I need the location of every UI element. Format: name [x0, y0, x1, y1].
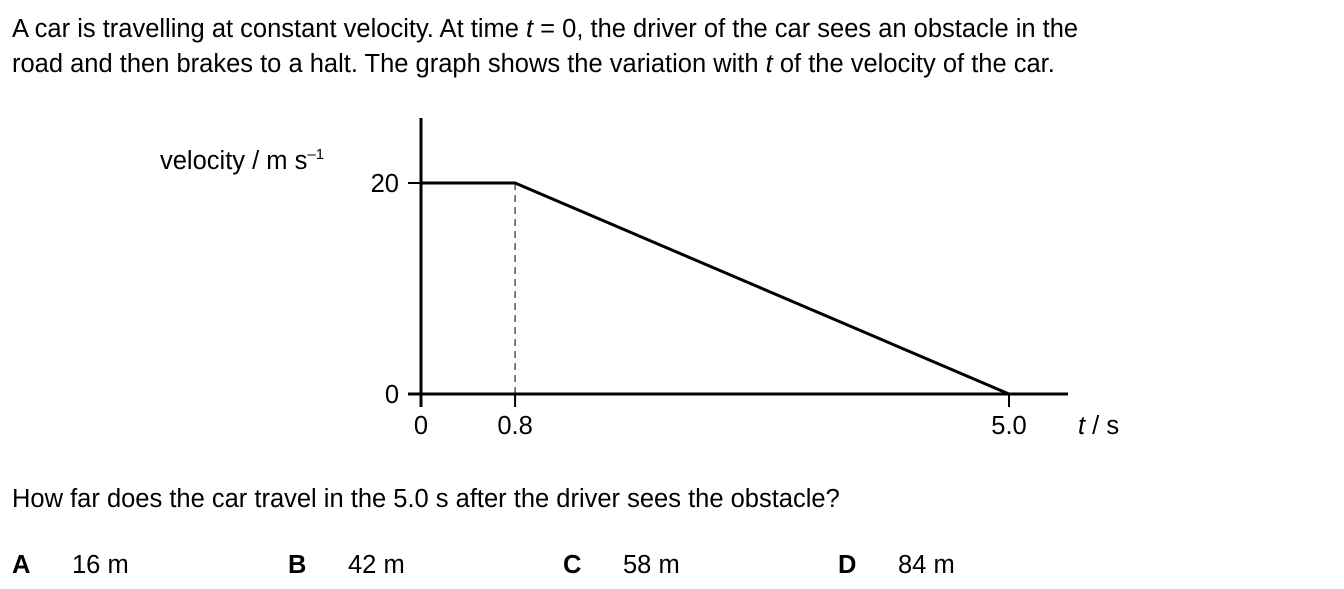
question-intro-line-2: road and then brakes to a halt. The grap…	[12, 47, 1055, 82]
y-axis-label: velocity / m s–1	[160, 146, 324, 175]
x-axis-label-unit: / s	[1085, 412, 1119, 440]
option-a[interactable]: A 16 m	[12, 548, 129, 583]
intro-text-1a: A car is travelling at constant velocity…	[12, 15, 526, 43]
option-c-letter: C	[563, 551, 582, 579]
option-d[interactable]: D 84 m	[838, 548, 955, 583]
option-b[interactable]: B 42 m	[288, 548, 405, 583]
y-tick-label-20: 20	[371, 170, 399, 198]
x-axis-label: t / s	[1078, 412, 1119, 440]
option-d-answer: 84 m	[898, 551, 955, 579]
option-a-letter: A	[12, 551, 31, 579]
option-c[interactable]: C 58 m	[563, 548, 680, 583]
x-axis-label-variable: t	[1078, 412, 1086, 440]
intro-text-2a: road and then brakes to a halt. The grap…	[12, 50, 766, 78]
intro-variable-t: t	[526, 15, 534, 43]
option-c-answer: 58 m	[623, 551, 680, 579]
graph-series	[420, 181, 1010, 396]
y-axis-label-main: velocity / m s	[160, 147, 307, 175]
y-tick-label-0: 0	[385, 381, 399, 409]
question-text: How far does the car travel in the 5.0 s…	[12, 485, 840, 513]
velocity-line-0	[421, 181, 1010, 396]
x-tick-label-0.8: 0.8	[497, 412, 532, 440]
question-intro-line-1: A car is travelling at constant velocity…	[12, 12, 1078, 47]
option-b-letter: B	[288, 551, 307, 579]
graph-tick-labels: 0 20 0 0.8 5.0	[371, 170, 1027, 440]
graph-ticks	[408, 182, 1010, 407]
option-b-answer: 42 m	[348, 551, 405, 579]
option-d-letter: D	[838, 551, 857, 579]
intro-text-1b: = 0, the driver of the car sees an obsta…	[533, 15, 1079, 43]
graph-axes	[408, 118, 1068, 407]
y-axis-label-exponent: –1	[307, 146, 324, 163]
x-tick-label-5.0: 5.0	[991, 412, 1026, 440]
intro-text-2b: of the velocity of the car.	[772, 50, 1055, 78]
intro-variable-t-2: t	[765, 50, 773, 78]
option-a-answer: 16 m	[72, 551, 129, 579]
x-tick-label-0: 0	[414, 412, 428, 440]
